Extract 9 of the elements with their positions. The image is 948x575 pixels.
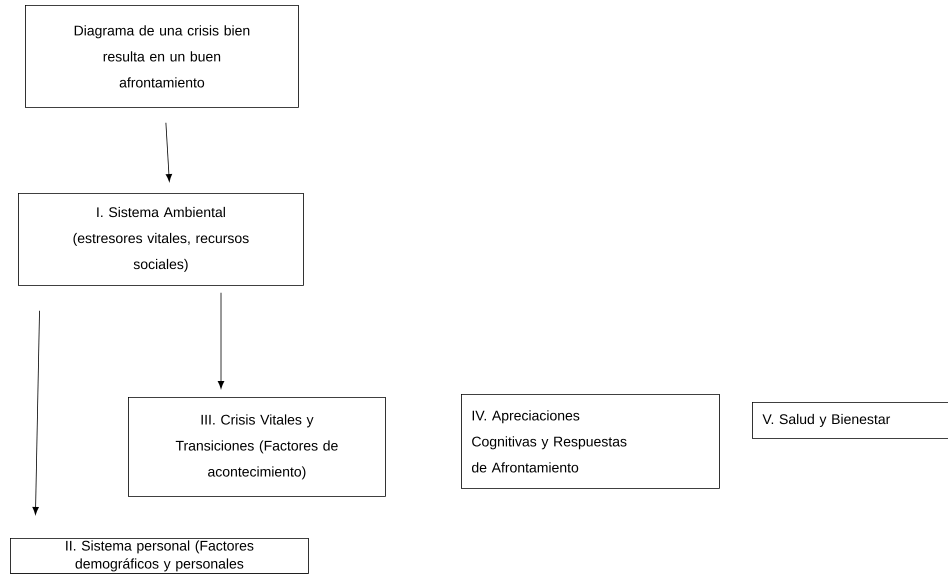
text-box: I. Sistema Ambiental (estresores vitales, recursos sociales) xyxy=(18,192,304,286)
arrow xyxy=(32,310,40,515)
arrow xyxy=(218,292,224,389)
text-box: Diagrama de una crisis bien resulta en un buen afrontamiento xyxy=(25,4,299,108)
text-box: II. Sistema personal (Factores demográficos y personales xyxy=(10,538,309,574)
text-box: IV. Apreciaciones Cognitivas y Respuestas de Afrontamiento xyxy=(461,394,720,489)
arrow xyxy=(165,122,172,182)
text-box: V. Salud y Bienestar xyxy=(752,402,948,439)
text-box: III. Crisis Vitales y Transiciones (Factores de acontecimiento) xyxy=(128,396,386,497)
